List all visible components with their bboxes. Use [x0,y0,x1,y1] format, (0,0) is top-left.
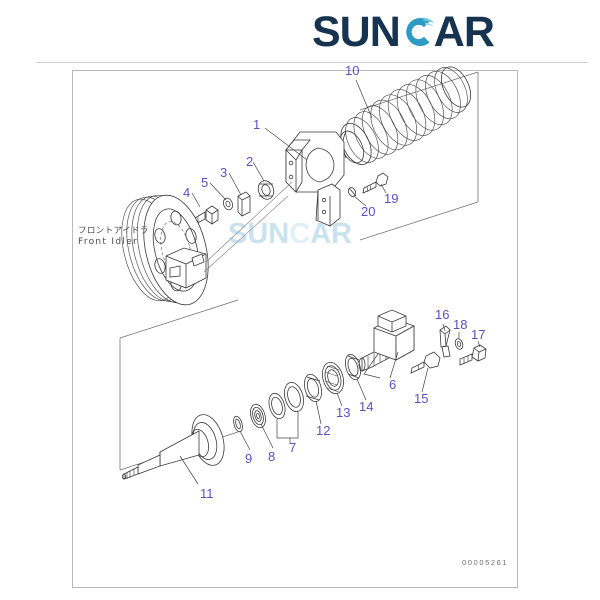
bushing-spacer [252,161,275,200]
callout-number-15[interactable]: 15 [414,391,429,406]
recoil-spring [339,66,472,165]
callout-number-14[interactable]: 14 [359,399,374,414]
callout-number-2[interactable]: 2 [246,154,254,169]
idler-shaft-housing [358,309,415,379]
callout-number-5[interactable]: 5 [201,175,209,190]
callout-number-7[interactable]: 7 [289,440,297,455]
callout-number-13[interactable]: 13 [336,405,351,420]
logo-wordmark: SUN AR [312,8,552,56]
idler-yoke-bracket [264,127,345,227]
logo-text-suffix: AR [433,8,495,56]
washer-part18 [454,332,464,350]
callout-number-19[interactable]: 19 [384,191,399,206]
section-plane-upper [359,71,479,241]
drawing-frame [72,70,518,588]
floating-seal-part8 [250,403,274,449]
collar-part14 [344,353,367,401]
logo-accent-c [400,8,435,56]
callout-number-17[interactable]: 17 [471,327,486,342]
callout-number-11[interactable]: 11 [200,486,214,501]
callout-number-3[interactable]: 3 [220,165,228,180]
front-idler-wheel [121,181,293,306]
drawing-part-code: 00005261 [462,558,509,567]
lock-pin-part16 [439,323,451,358]
bolt-part17 [459,340,487,366]
callout-number-8[interactable]: 8 [268,449,276,464]
callout-number-1[interactable]: 1 [253,117,261,132]
callout-number-4[interactable]: 4 [183,185,191,200]
callout-number-16[interactable]: 16 [435,307,450,322]
part-caption: フロントアイドラ Front Idler [78,226,149,248]
stud-pin-part20 [347,187,367,207]
caption-english: Front Idler [78,237,139,247]
grease-fitting-part15 [410,351,441,393]
header-divider [36,62,588,63]
idler-shaft [122,414,225,485]
logo-c-icon [406,17,435,46]
callout-number-9[interactable]: 9 [245,451,253,466]
callout-number-18[interactable]: 18 [453,317,468,332]
thrust-ring-part12 [303,373,323,425]
callout-number-6[interactable]: 6 [389,377,397,392]
logo-text-prefix: SUN [312,8,401,56]
bearing-bushing-part13 [322,361,344,407]
caption-japanese: フロントアイドラ [78,226,149,236]
suncar-logo: SUN AR [312,8,552,56]
callout-number-12[interactable]: 12 [316,423,331,438]
callout-number-20[interactable]: 20 [361,204,376,219]
bolt-part19 [362,172,389,194]
washer-part5 [209,182,234,211]
o-ring-part9 [233,415,251,451]
seal-ring-set-part7 [268,381,304,443]
shim-plate [228,172,251,217]
callout-number-10[interactable]: 10 [345,63,360,78]
